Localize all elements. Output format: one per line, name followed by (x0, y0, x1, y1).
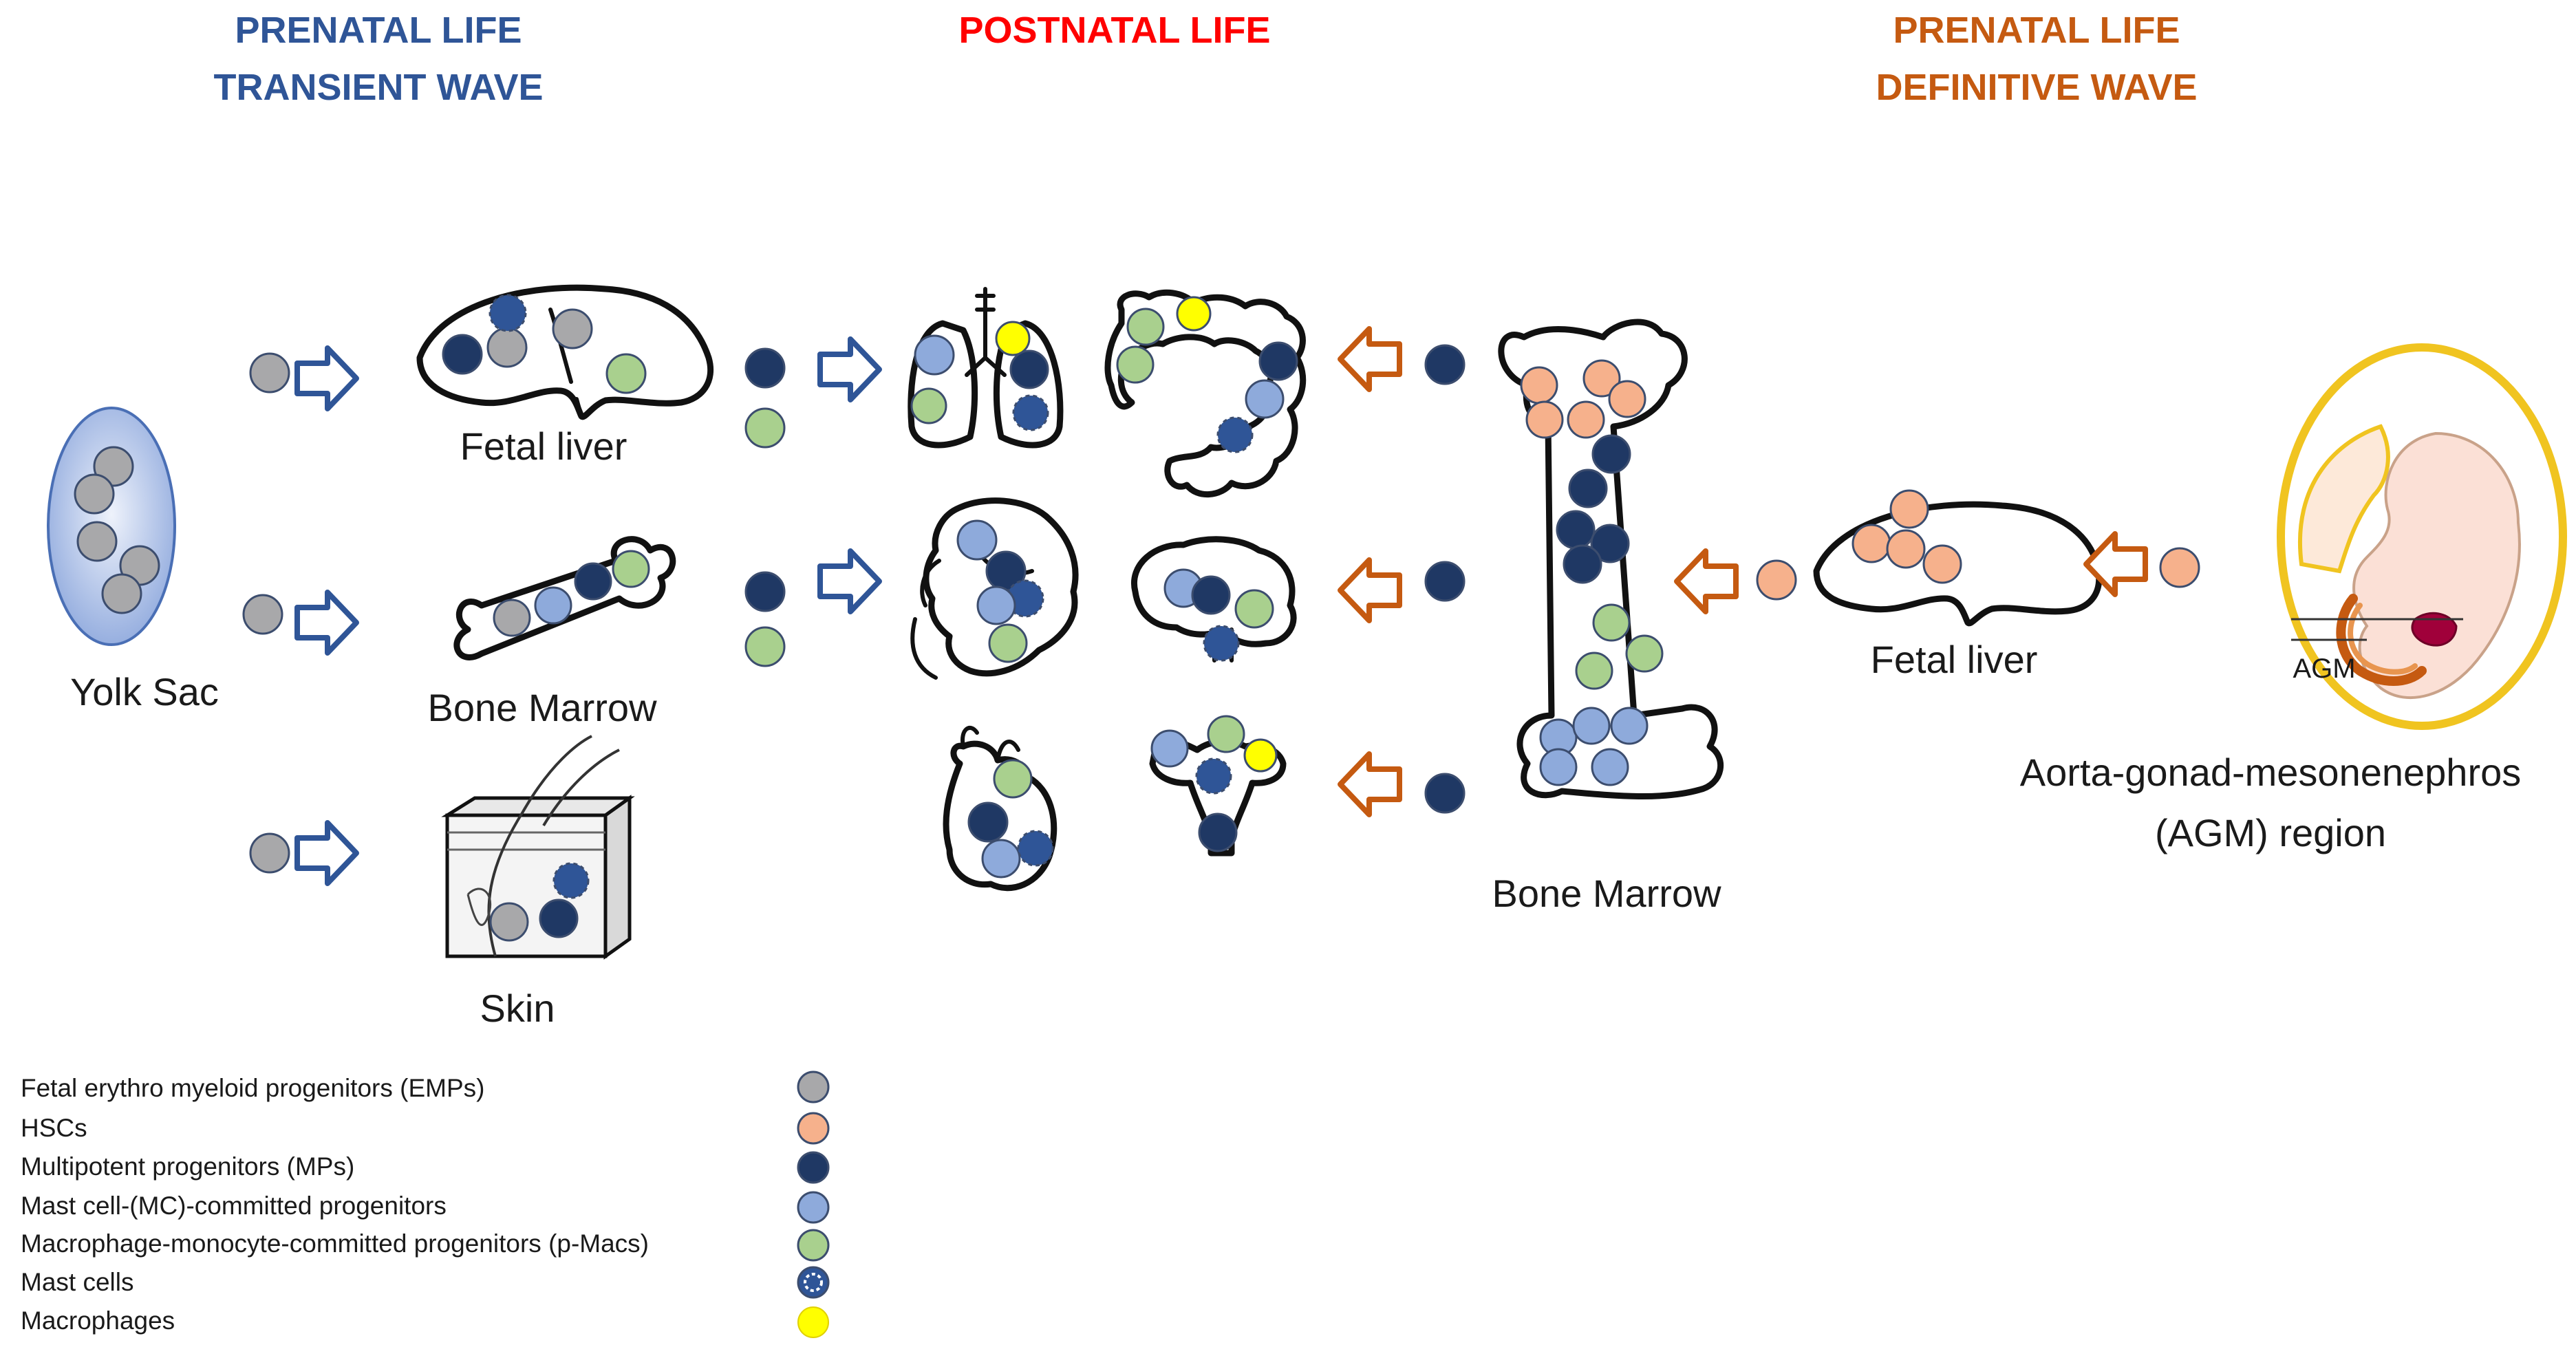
emp-cell-icon (242, 594, 283, 635)
arrow-orange-left-icon (1674, 548, 1739, 614)
lungs-organ-icon (908, 287, 1064, 449)
bone-marrow-right-label: Bone Marrow (1492, 872, 1721, 915)
yolk-sac (47, 407, 176, 646)
bone-marrow-left (453, 536, 676, 660)
head-brain-organ-icon (910, 497, 1079, 680)
fetal-liver-left (416, 284, 714, 420)
pmac-cell-icon (744, 407, 786, 449)
legend-label: Multipotent progenitors (MPs) (21, 1152, 354, 1181)
arrow-orange-left-icon (1338, 326, 1402, 392)
header-definitive-line2: DEFINITIVE WAVE (1876, 67, 2197, 108)
arrow-blue-right-icon (817, 336, 882, 402)
arrow-orange-left-icon (1338, 557, 1402, 623)
heart-organ-icon (943, 726, 1058, 892)
skin-label: Skin (480, 987, 555, 1030)
bone-marrow-right (1498, 319, 1724, 799)
header-postnatal: POSTNATAL LIFE (959, 10, 1271, 51)
legend-swatch (797, 1306, 829, 1338)
bone-marrow-left-label: Bone Marrow (427, 686, 657, 729)
header-transient-line1: PRENATAL LIFE (235, 10, 522, 51)
legend-swatch (797, 1191, 830, 1224)
legend-label: Mast cell-(MC)-committed progenitors (21, 1192, 447, 1220)
header-transient-line2: TRANSIENT WAVE (213, 67, 543, 108)
legend: Fetal erythro myeloid progenitors (EMPs)… (21, 1070, 830, 1338)
agm-label-line1: Aorta-gonad-mesonenephros (2020, 751, 2521, 794)
legend-swatch (797, 1229, 830, 1262)
legend-label: Mast cells (21, 1268, 133, 1296)
pmac-cell-icon (744, 626, 786, 667)
agm-label-line2: (AGM) region (2155, 811, 2386, 854)
mast-cell-granule-icon (804, 1273, 823, 1292)
mp-cell-icon (744, 347, 786, 389)
arrow-blue-right-icon (294, 820, 359, 886)
arrow-blue-right-icon (294, 590, 359, 656)
header-definitive-line1: PRENATAL LIFE (1893, 10, 2180, 51)
mp-cell-icon (744, 571, 786, 612)
mp-cell-icon (1424, 561, 1466, 602)
skin-block-icon (441, 735, 635, 960)
legend-swatch (797, 1070, 830, 1104)
agm-embryo-icon (2277, 343, 2567, 730)
legend-label: HSCs (21, 1114, 87, 1142)
mp-cell-icon (1424, 344, 1466, 385)
hsc-cell-icon (1756, 559, 1797, 601)
intestine-organ-icon (1104, 289, 1307, 497)
hsc-cell-icon (2159, 547, 2200, 588)
legend-label: Macrophage-monocyte-committed progenitor… (21, 1229, 649, 1258)
legend-label: Fetal erythro myeloid progenitors (EMPs) (21, 1074, 484, 1102)
legend-swatch (797, 1112, 830, 1145)
uterus-organ-icon (1149, 715, 1287, 857)
fetal-liver-right (1813, 489, 2103, 627)
legend-swatch (797, 1151, 830, 1184)
arrow-blue-right-icon (294, 345, 359, 411)
yolk-sac-label: Yolk Sac (70, 670, 219, 713)
legend-label: Macrophages (21, 1306, 175, 1335)
emp-cell-icon (249, 832, 290, 874)
legend-swatch-mast-cell-icon (797, 1266, 830, 1299)
emp-cell-icon (249, 352, 290, 394)
arrow-orange-left-icon (1338, 751, 1402, 817)
fetal-liver-right-label: Fetal liver (1871, 638, 2038, 681)
agm-tag: AGM (2293, 654, 2355, 684)
mp-cell-icon (1424, 773, 1466, 814)
brain-organ-icon (1131, 536, 1297, 663)
fetal-liver-left-label: Fetal liver (460, 424, 627, 468)
arrow-blue-right-icon (817, 548, 882, 614)
arrow-orange-left-icon (2083, 531, 2148, 597)
